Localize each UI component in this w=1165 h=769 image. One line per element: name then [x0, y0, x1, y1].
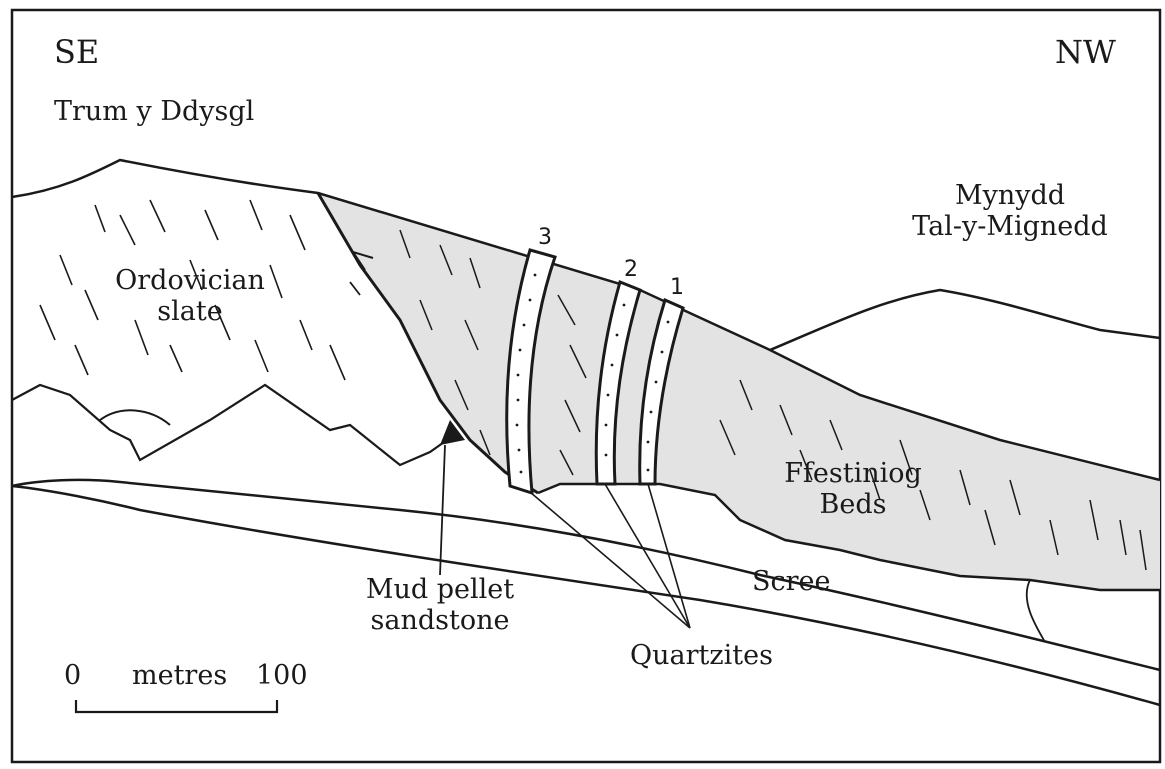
mynydd-line: Mynydd [900, 180, 1120, 211]
thrust-arrow [350, 282, 360, 295]
quartzites-label: Quartzites [630, 640, 773, 671]
scale-unit-label: metres [132, 660, 227, 691]
mud-pellet-sandstone-label: Mud pellet sandstone [350, 574, 530, 636]
direction-nw-label: NW [1055, 34, 1116, 70]
slate-line: slate [90, 296, 290, 327]
ordovician-line: Ordovician [90, 265, 290, 296]
scale-start-label: 0 [64, 660, 81, 691]
ffestiniog-line: Ffestiniog [768, 458, 938, 489]
quartzite-number-2: 2 [624, 254, 638, 285]
scree-gully-line [1027, 580, 1045, 642]
tal-y-mignedd-line: Tal-y-Mignedd [900, 211, 1120, 242]
middle-hills-outline [12, 385, 447, 465]
beds-line: Beds [768, 489, 938, 520]
mud-pellet-leader [440, 445, 445, 575]
sandstone-line: sandstone [350, 605, 530, 636]
mud-pellet-line: Mud pellet [350, 574, 530, 605]
direction-se-label: SE [54, 34, 99, 70]
quartzite-number-3: 3 [538, 222, 552, 253]
scale-end-label: 100 [256, 660, 308, 691]
quartzite-leaders [530, 484, 690, 628]
ffestiniog-beds-area [318, 193, 1160, 590]
trum-y-ddysgl-label: Trum y Ddysgl [54, 96, 254, 127]
ordovician-slate-label: Ordovician slate [90, 265, 290, 327]
scree-label: Scree [752, 566, 830, 597]
scale-bar [76, 700, 277, 712]
mynydd-tal-y-mignedd-label: Mynydd Tal-y-Mignedd [900, 180, 1120, 242]
small-hill-outline [100, 410, 170, 425]
ffestiniog-beds-label: Ffestiniog Beds [768, 458, 938, 520]
quartzite-number-1: 1 [670, 272, 684, 303]
mynydd-hill-outline [770, 290, 1160, 350]
